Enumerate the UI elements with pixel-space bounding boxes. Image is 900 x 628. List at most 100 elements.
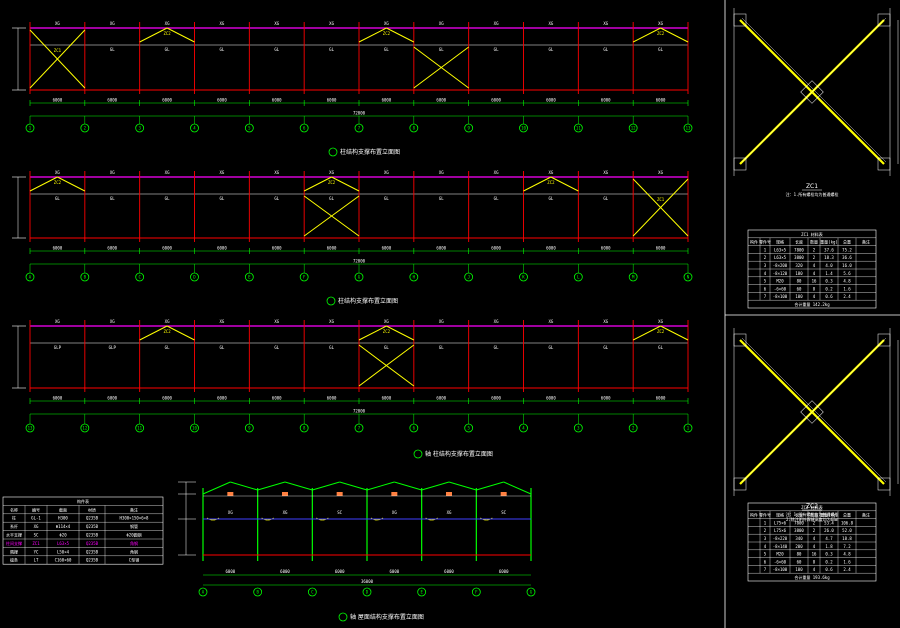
axis-label: 10 xyxy=(521,126,526,131)
material-table-cell: 4 xyxy=(813,294,816,299)
legend-cell: 角钢 xyxy=(130,548,138,554)
material-table-cell: 52.0 xyxy=(842,528,852,533)
axis-label: 2 xyxy=(632,426,635,431)
axis-bubble xyxy=(683,272,693,282)
girt-label: GL xyxy=(329,196,334,201)
bay-label: XG xyxy=(549,21,554,26)
legend-cell: Q235B xyxy=(86,533,99,538)
axis-bubble xyxy=(464,272,474,282)
material-table-header: 零件号 xyxy=(759,512,771,518)
knee-brace-label: ZC2 xyxy=(328,180,336,185)
x-brace xyxy=(303,195,360,237)
legend-cell: H300×150×6×8 xyxy=(120,516,149,521)
girt-label: GL xyxy=(384,196,389,201)
material-table-header: 规格 xyxy=(776,239,784,245)
girt-label: GL xyxy=(603,196,608,201)
section-label: XG xyxy=(447,510,452,515)
roof-rafter xyxy=(257,481,286,491)
dim-text: 6000 xyxy=(491,98,501,103)
axis-bubble xyxy=(80,123,90,133)
dim-text: 6000 xyxy=(382,246,392,251)
knee-brace xyxy=(386,27,415,43)
material-table-cell: 7.2 xyxy=(843,544,851,549)
knee-brace xyxy=(303,176,332,192)
detail-note: 注：1.所有螺栓均为普通螺栓 xyxy=(786,511,839,517)
material-table-cell: 6 xyxy=(764,559,767,564)
knee-brace xyxy=(632,325,661,341)
material-table-header: 总重 xyxy=(843,512,851,518)
dim-text: 6000 xyxy=(327,396,337,401)
material-table-cell: 1 xyxy=(764,520,767,525)
girt-label: GL xyxy=(165,196,170,201)
girt-label: GL xyxy=(494,196,499,201)
material-table-cell: 1.6 xyxy=(843,286,851,291)
legend-cell: 檩条 xyxy=(10,557,18,563)
knee-brace-label: ZC2 xyxy=(657,329,665,334)
dim-text: 6000 xyxy=(272,396,282,401)
material-table-title: ZC1 材料表 xyxy=(801,231,823,237)
material-table-cell: 5 xyxy=(764,279,767,284)
material-table-cell: 0.3 xyxy=(825,279,833,284)
axis-label: D xyxy=(193,275,196,280)
legend-cell: Q235B xyxy=(86,541,99,546)
material-table-cell: 7800 xyxy=(794,520,804,525)
dim-text: 6000 xyxy=(53,246,63,251)
roof-rafter xyxy=(503,481,532,495)
legend-cell: 隅撑 xyxy=(10,548,18,554)
material-table-cell: 8 xyxy=(813,286,816,291)
material-table-cell: 7800 xyxy=(794,247,804,252)
legend-cell: 水平支撑 xyxy=(6,532,22,538)
legend-cell: H300 xyxy=(58,516,68,521)
axis-label: G xyxy=(358,275,361,280)
section-dim-text: 6000 xyxy=(280,569,290,574)
material-table-header: 重量(kg) xyxy=(820,239,838,245)
material-table-cell: 18.3 xyxy=(824,255,834,260)
axis-label: F xyxy=(303,275,306,280)
knee-brace xyxy=(139,325,168,341)
dim-text: 6000 xyxy=(272,246,282,251)
dim-text: 6000 xyxy=(53,396,63,401)
section-axis-label: C xyxy=(311,590,314,595)
legend-title: 构件表 xyxy=(77,498,89,504)
axis-label: 8 xyxy=(303,426,306,431)
axis-label: E xyxy=(248,275,251,280)
legend-header: 备注 xyxy=(130,506,138,512)
legend-cell: ZC1 xyxy=(32,541,40,546)
axis-bubble xyxy=(190,272,199,282)
section-axis-bubble xyxy=(253,587,263,597)
axis-label: 8 xyxy=(413,126,416,131)
roof-rafter xyxy=(202,481,231,495)
axis-bubble xyxy=(299,123,309,133)
axis-bubble xyxy=(25,123,35,133)
dim-text: 6000 xyxy=(272,98,282,103)
axis-bubble xyxy=(354,272,364,282)
axis-label: 5 xyxy=(467,426,470,431)
axis-label: H xyxy=(413,275,416,280)
axis-bubble xyxy=(464,123,474,133)
bay-label: XG xyxy=(220,170,225,175)
material-table-cell: 2 xyxy=(764,255,767,260)
axis-bubble xyxy=(628,423,638,433)
legend-cell: C型钢 xyxy=(129,557,139,563)
material-table-cell: 4 xyxy=(764,271,767,276)
girt-label: GL xyxy=(494,345,499,350)
girt-label: GL xyxy=(55,196,60,201)
girt-label: GL xyxy=(439,47,444,52)
material-table-cell: 16 xyxy=(812,552,817,557)
axis-bubble xyxy=(464,423,474,433)
bay-label: XG xyxy=(274,21,279,26)
bay-label: XG xyxy=(329,21,334,26)
gusset-plate xyxy=(877,157,891,171)
dim-text: 6000 xyxy=(656,246,666,251)
legend-cell: Q235B xyxy=(86,549,99,554)
legend-cell: Φ20 xyxy=(59,533,67,538)
material-table-cell: 2 xyxy=(813,528,816,533)
material-table-cell: 0.3 xyxy=(825,552,833,557)
axis-label: 13 xyxy=(28,426,33,431)
detail-angle-edge xyxy=(741,17,887,163)
dim-text: 6000 xyxy=(436,98,446,103)
material-table-cell: 180 xyxy=(795,271,803,276)
girt-label: GL xyxy=(165,47,170,52)
axis-bubble xyxy=(354,123,364,133)
knee-brace xyxy=(358,325,387,341)
